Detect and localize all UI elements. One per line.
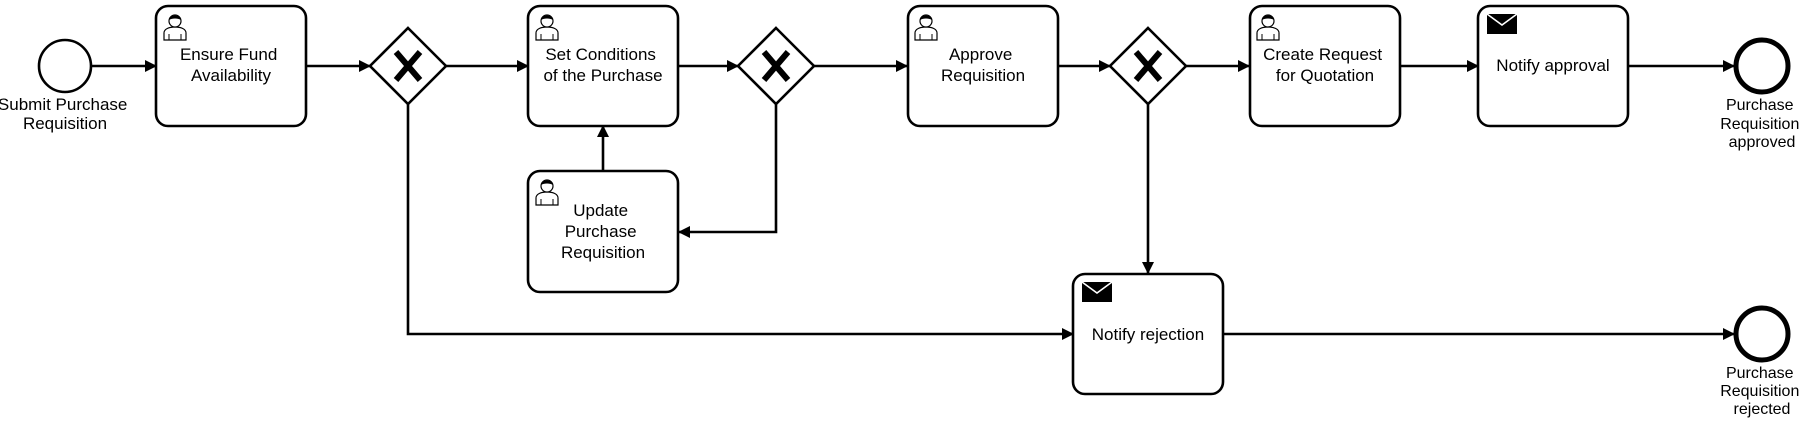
- user-icon: [163, 14, 187, 41]
- user-icon: [535, 14, 559, 41]
- task-label: Update Purchase Requisition: [561, 201, 645, 262]
- task-box[interactable]: [906, 4, 1060, 128]
- x-marker-icon: [1133, 50, 1163, 82]
- task-ensure-fund-availability[interactable]: Ensure Fund Availability: [154, 4, 308, 128]
- end-event-purchase-requisition-approved[interactable]: Purchase Requisition approved: [1720, 37, 1804, 151]
- flow-gateway-1-to-notify-rejection[interactable]: [406, 104, 1074, 340]
- task-box[interactable]: [526, 4, 680, 128]
- task-create-request-for-quotation[interactable]: Create Request for Quotation: [1248, 4, 1402, 128]
- end-event-purchase-requisition-rejected[interactable]: Purchase Requisition rejected: [1720, 305, 1804, 418]
- task-label: Notify rejection: [1092, 325, 1204, 344]
- end-event-label: Purchase Requisition rejected: [1720, 365, 1804, 418]
- start-event-circle[interactable]: [37, 38, 93, 94]
- task-label: Create Request for Quotation: [1263, 45, 1387, 85]
- task-box[interactable]: [1071, 272, 1225, 396]
- exclusive-gateway-2[interactable]: [736, 26, 816, 106]
- task-box[interactable]: [1248, 4, 1402, 128]
- task-set-conditions[interactable]: Set Conditions of the Purchase: [526, 4, 680, 128]
- flow-gateway-2-to-update-requisition[interactable]: [678, 104, 778, 238]
- task-label: Approve Requisition: [941, 45, 1025, 85]
- task-label: Notify approval: [1496, 56, 1609, 75]
- user-icon: [1256, 14, 1280, 41]
- exclusive-gateway-1[interactable]: [368, 26, 448, 106]
- task-approve-requisition[interactable]: Approve Requisition: [906, 4, 1060, 128]
- task-label: Ensure Fund Availability: [180, 45, 282, 85]
- end-event-circle[interactable]: [1733, 37, 1791, 95]
- exclusive-gateway-3[interactable]: [1108, 26, 1188, 106]
- task-notify-rejection[interactable]: Notify rejection: [1071, 272, 1225, 396]
- end-event-label: Purchase Requisition approved: [1720, 97, 1804, 151]
- start-event-submit-purchase-requisition[interactable]: Submit Purchase Requisition: [0, 38, 132, 133]
- task-label: Set Conditions of the Purchase: [543, 45, 662, 85]
- x-marker-icon: [393, 50, 423, 82]
- task-box[interactable]: [154, 4, 308, 128]
- task-box[interactable]: [526, 169, 680, 294]
- task-box[interactable]: [1476, 4, 1630, 128]
- envelope-icon: [1081, 281, 1113, 302]
- user-icon: [914, 14, 938, 41]
- x-marker-icon: [761, 50, 791, 82]
- sequence-flows: [92, 60, 1735, 340]
- envelope-icon: [1486, 13, 1518, 34]
- user-icon: [535, 179, 559, 206]
- task-notify-approval[interactable]: Notify approval: [1476, 4, 1630, 128]
- task-update-purchase-requisition[interactable]: Update Purchase Requisition: [526, 169, 680, 294]
- start-event-label: Submit Purchase Requisition: [0, 95, 132, 133]
- end-event-circle[interactable]: [1733, 305, 1791, 363]
